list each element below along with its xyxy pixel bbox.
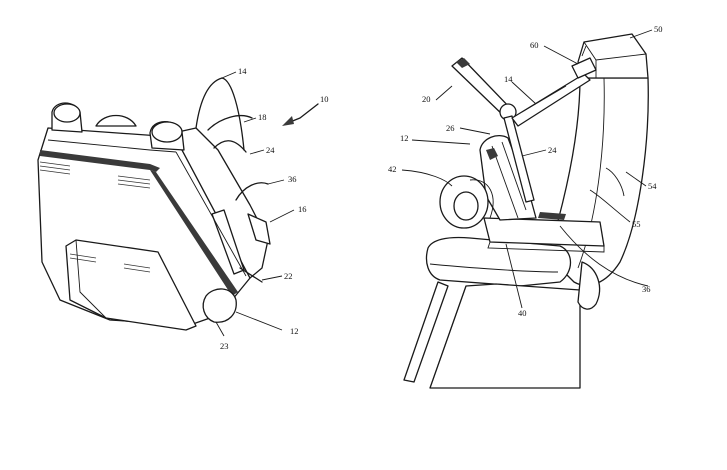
label-40: 40 xyxy=(518,308,527,318)
label-50: 50 xyxy=(654,24,663,34)
label-18: 18 xyxy=(258,112,267,122)
label-36-right: 36 xyxy=(642,284,651,294)
label-16: 16 xyxy=(298,204,307,214)
label-14-right: 14 xyxy=(504,74,513,84)
label-54: 54 xyxy=(648,181,657,191)
label-26: 26 xyxy=(446,123,455,133)
label-24-right: 24 xyxy=(548,145,557,155)
label-24-left: 24 xyxy=(266,145,275,155)
label-42: 42 xyxy=(388,164,397,174)
label-23: 23 xyxy=(220,341,229,351)
label-36-left: 36 xyxy=(288,174,297,184)
label-12-left: 12 xyxy=(290,326,299,336)
right-seat-figure xyxy=(401,29,653,389)
label-10: 10 xyxy=(320,94,329,104)
label-55: 55 xyxy=(632,219,641,229)
label-22: 22 xyxy=(284,271,293,281)
label-12-right: 12 xyxy=(400,133,409,143)
left-device-figure xyxy=(37,71,319,337)
label-20: 20 xyxy=(422,94,431,104)
label-60: 60 xyxy=(530,40,539,50)
label-14-left: 14 xyxy=(238,66,247,76)
